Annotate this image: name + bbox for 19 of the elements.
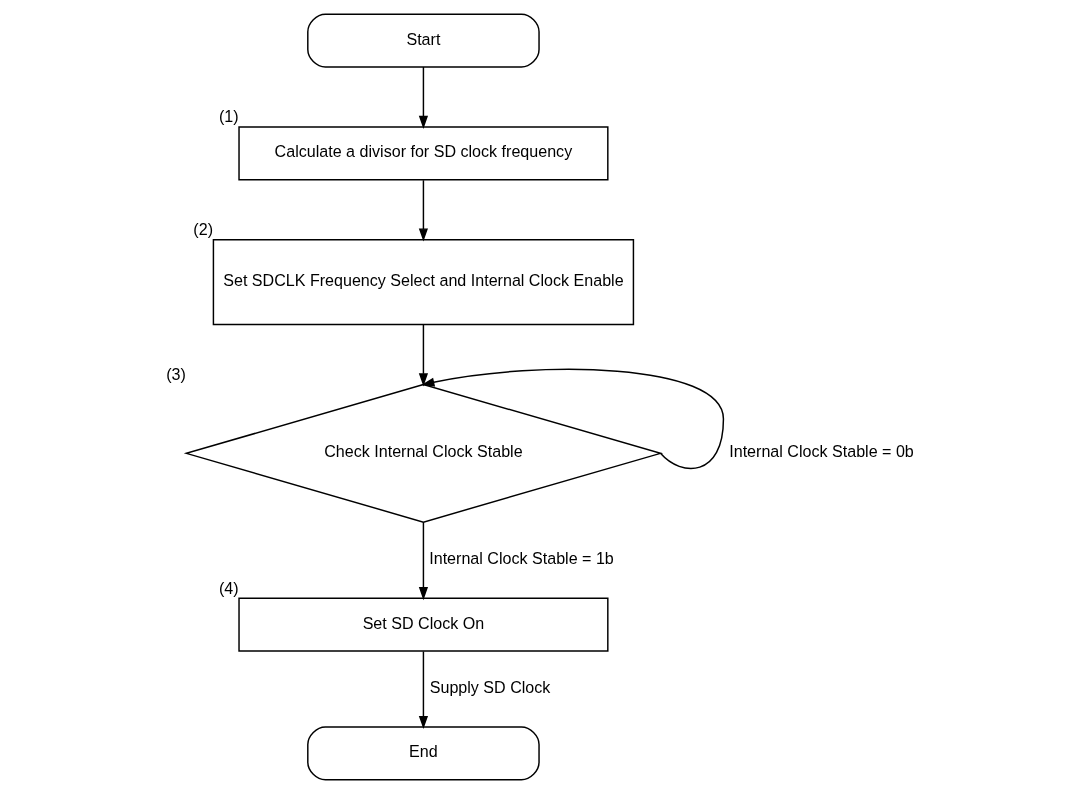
node-box: End — [306, 726, 540, 781]
arrow — [418, 179, 428, 242]
node-box: Calculate a divisor for SD clock frequency — [237, 126, 609, 181]
arrow — [418, 66, 428, 129]
node-label: (1) — [218, 107, 239, 126]
node-label: (4) — [218, 578, 239, 597]
node-box: Set SD Clock On — [237, 597, 609, 652]
arrow — [418, 324, 428, 387]
edge-label: Supply SD Clock — [429, 678, 550, 697]
edge-label: Internal Clock Stable = 1b — [428, 549, 614, 568]
node-diamond: Check Internal Clock Stable — [183, 383, 663, 523]
node-box: Set SDCLK Frequency Select and Internal Clock Enable — [212, 238, 634, 326]
node-box: Start — [306, 13, 540, 68]
arrow — [418, 521, 428, 601]
node-label: (3) — [165, 364, 186, 383]
arrow — [420, 368, 724, 470]
edge-label: Internal Clock Stable = 0b — [728, 442, 914, 461]
node-label: (2) — [192, 219, 213, 238]
arrow — [418, 650, 428, 730]
